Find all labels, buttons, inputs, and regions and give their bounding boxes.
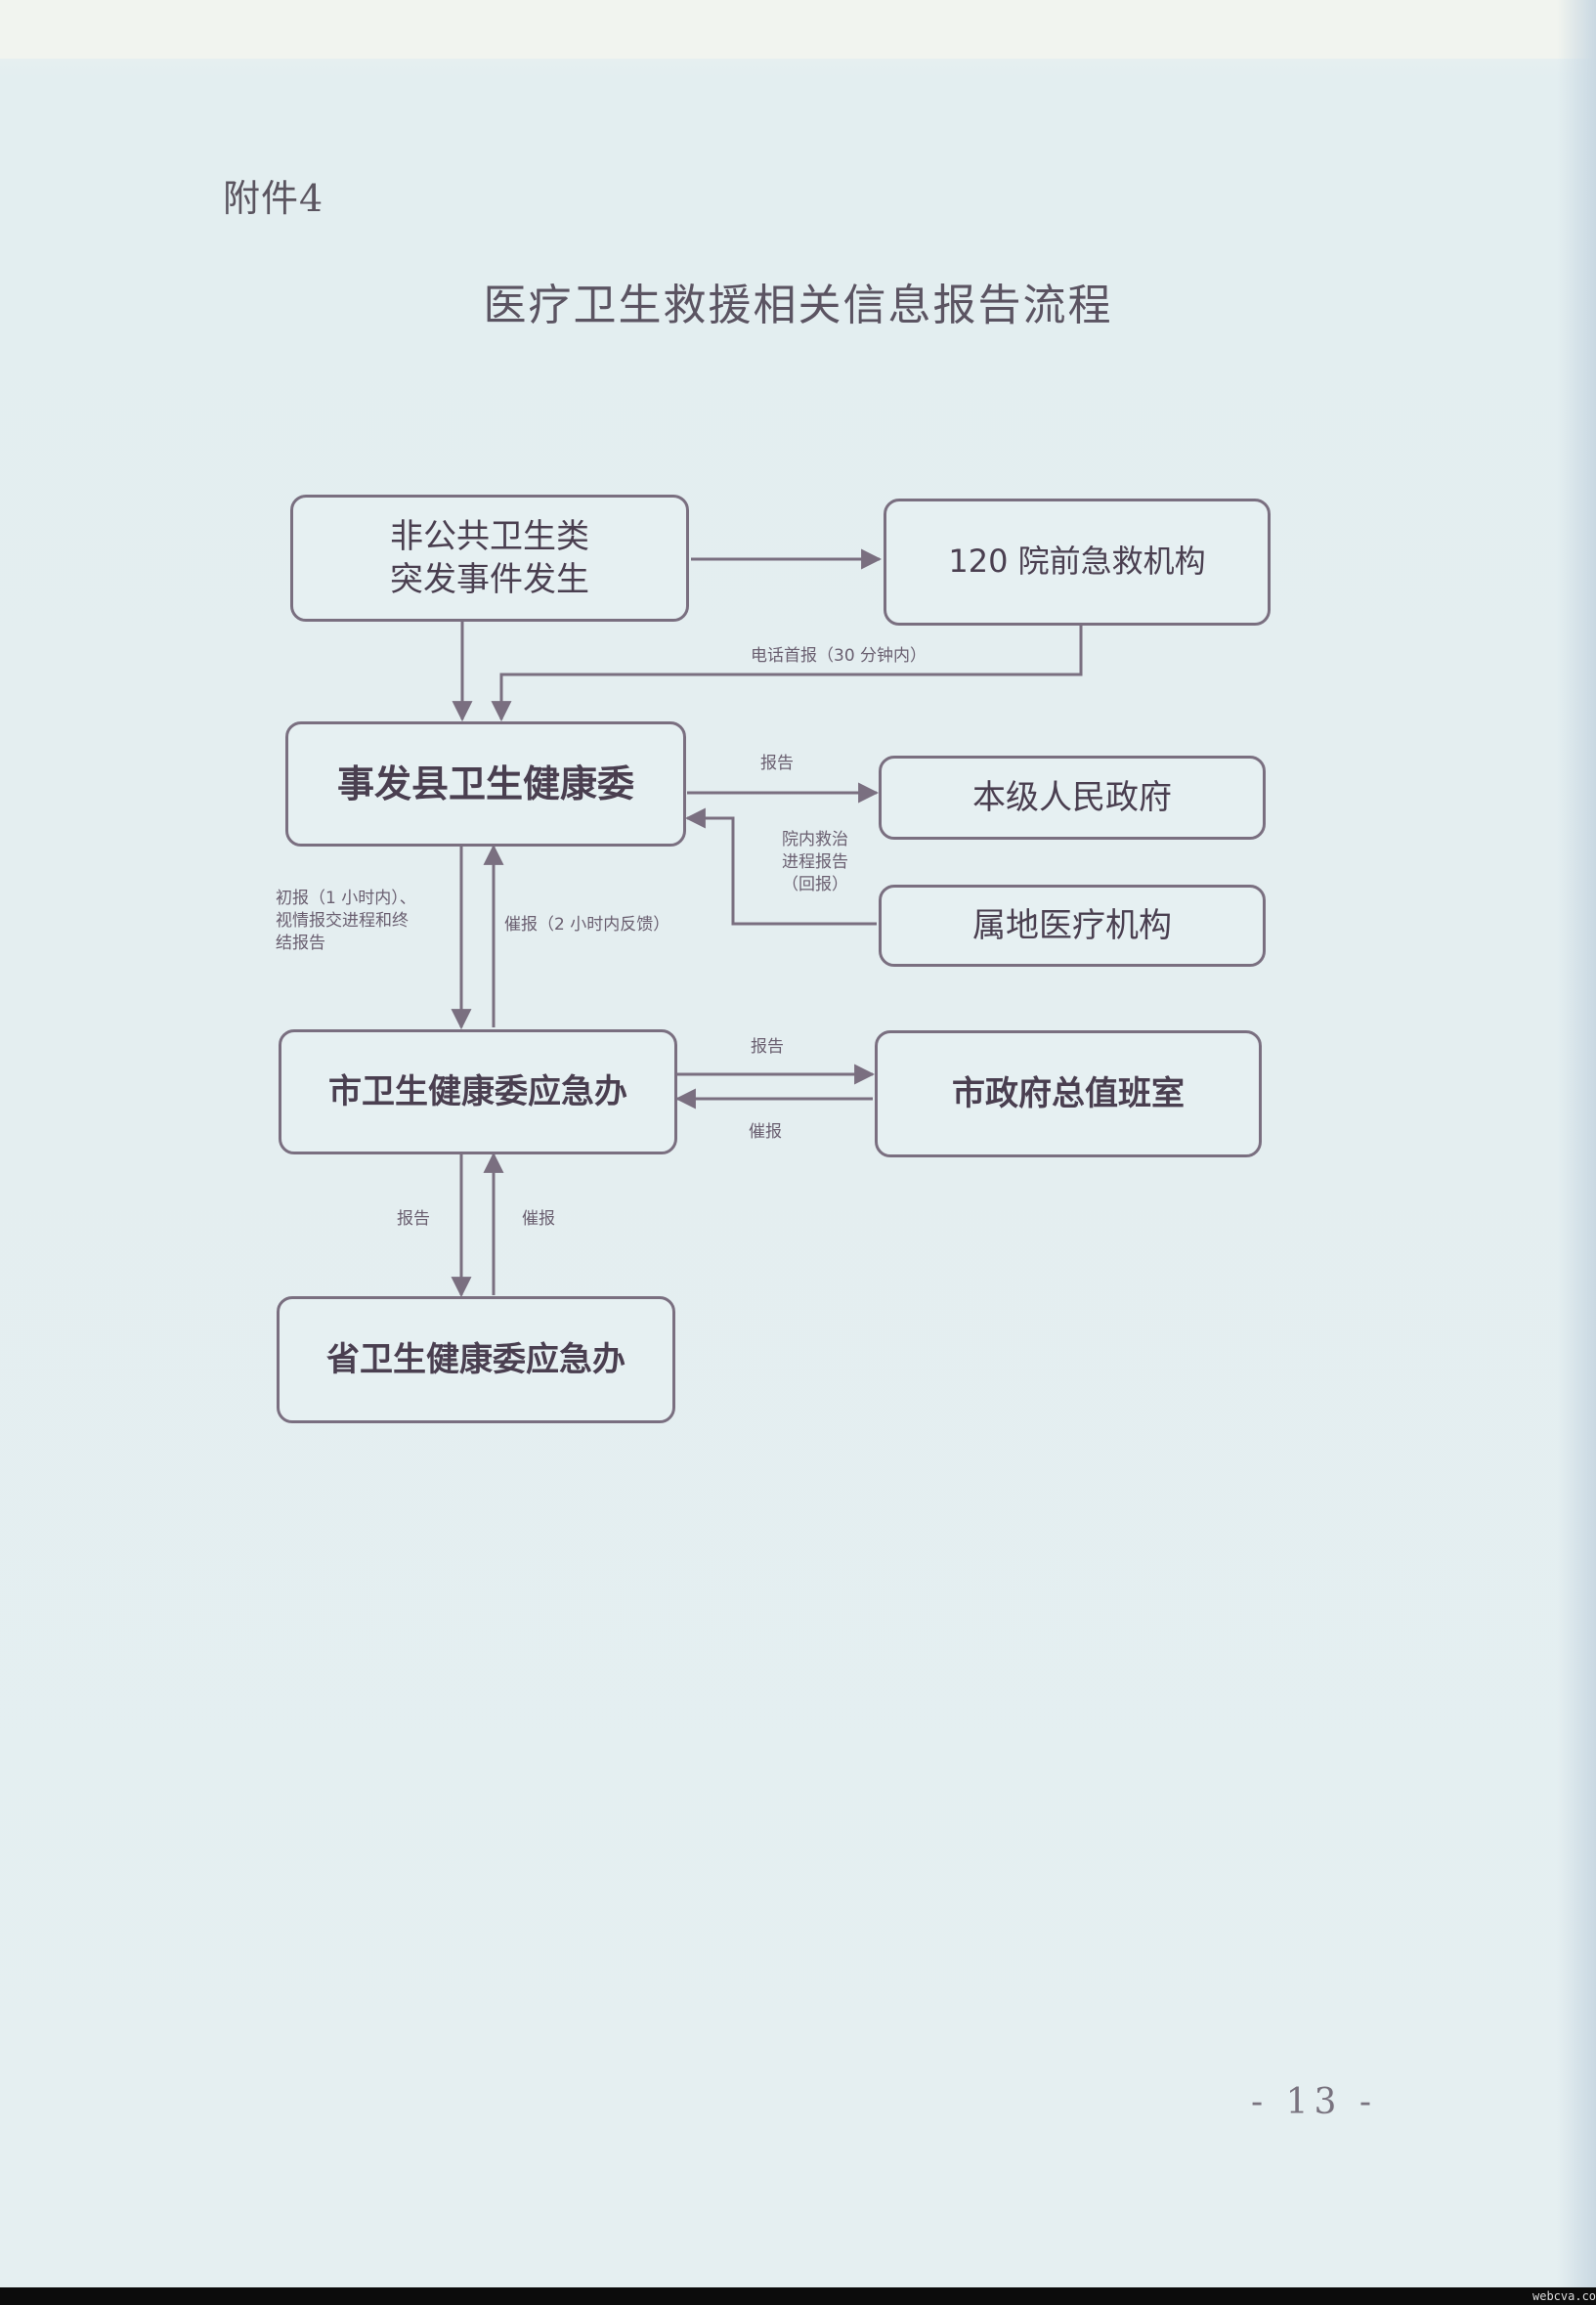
attachment-label: 附件4: [223, 177, 324, 220]
node-city-label: 市卫生健康委应急办: [328, 1071, 627, 1111]
edge-label-province-to-city: 催报: [522, 1209, 555, 1229]
watermark: webcva.com: [1532, 2289, 1596, 2303]
node-province: 省卫生健康委应急办: [277, 1296, 675, 1423]
edge-label-city-to-citygov: 报告: [751, 1037, 784, 1057]
edge-label-city-to-county: 催报（2 小时内反馈）: [504, 915, 670, 935]
node-city-gov: 市政府总值班室: [875, 1030, 1262, 1157]
node-city-gov-label: 市政府总值班室: [952, 1073, 1185, 1113]
edge-label-county-to-gov: 报告: [760, 754, 794, 773]
scan-right-edge-shadow: [1557, 0, 1596, 2305]
node-county-label: 事发县卫生健康委: [336, 761, 634, 806]
scan-bottom-bar: [0, 2287, 1596, 2305]
node-event-label: 非公共卫生类 突发事件发生: [390, 516, 589, 599]
edge-label-city-to-province: 报告: [397, 1209, 430, 1229]
node-local-gov: 本级人民政府: [879, 756, 1266, 840]
node-ems120: 120 院前急救机构: [884, 499, 1271, 626]
page-title: 医疗卫生救援相关信息报告流程: [483, 281, 1113, 330]
node-ems120-label: 120 院前急救机构: [948, 543, 1206, 581]
node-event: 非公共卫生类 突发事件发生: [290, 495, 689, 622]
edge-label-county-to-city: 初报（1 小时内）、 视情报交进程和终 结报告: [276, 889, 416, 953]
node-county: 事发县卫生健康委: [285, 721, 686, 847]
node-local-gov-label: 本级人民政府: [972, 777, 1172, 817]
arrow-ems120-to-county: [491, 626, 1083, 722]
node-province-label: 省卫生健康委应急办: [326, 1339, 625, 1379]
edge-label-hospital-to-county: 院内救治 进程报告 （回报）: [782, 830, 848, 894]
edge-label-citygov-to-city: 催报: [749, 1122, 782, 1142]
node-city: 市卫生健康委应急办: [279, 1029, 677, 1154]
page-number: - 13 -: [1251, 2082, 1378, 2122]
arrow-hospital-to-county: [684, 807, 877, 926]
edge-label-ems-to-county: 电话首报（30 分钟内）: [751, 646, 927, 666]
scan-top-strip: [0, 0, 1596, 59]
node-hospital-label: 属地医疗机构: [972, 905, 1172, 945]
node-hospital: 属地医疗机构: [879, 885, 1266, 967]
